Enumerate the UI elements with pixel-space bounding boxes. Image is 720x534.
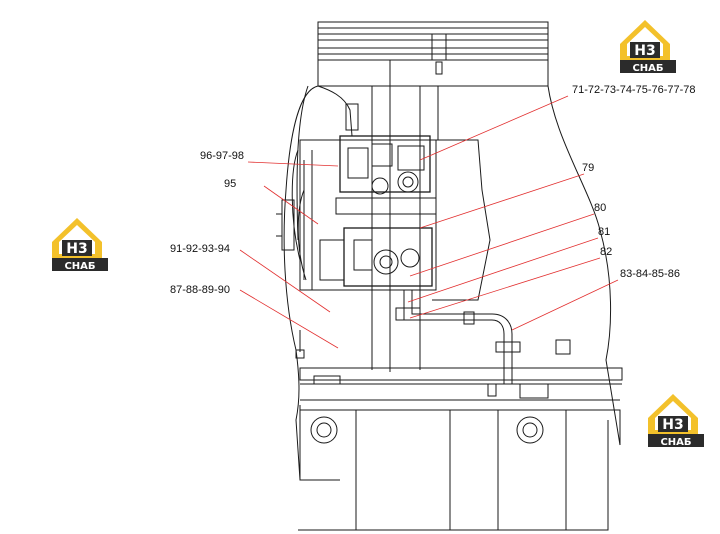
callout-83-86: 83-84-85-86 xyxy=(620,268,680,280)
logo-mark: H3 xyxy=(634,43,655,59)
callout-82: 82 xyxy=(600,246,612,258)
logo-bottom-right: H3 СНАБ xyxy=(648,394,704,448)
callout-79: 79 xyxy=(582,162,594,174)
logo-text: СНАБ xyxy=(632,63,663,74)
callout-91-94: 91-92-93-94 xyxy=(170,243,230,255)
frame-outline xyxy=(283,21,623,531)
callout-87-90: 87-88-89-90 xyxy=(170,284,230,296)
callout-71-78: 71-72-73-74-75-76-77-78 xyxy=(572,84,696,96)
logo-mark: H3 xyxy=(66,241,87,257)
logo-text: СНАБ xyxy=(64,261,95,272)
logo-top-right: H3 СНАБ xyxy=(620,20,676,74)
callout-80: 80 xyxy=(594,202,606,214)
leader-lines xyxy=(239,95,619,349)
callout-95: 95 xyxy=(224,178,236,190)
logo-left: H3 СНАБ xyxy=(52,218,108,272)
callout-81: 81 xyxy=(598,226,610,238)
logo-text: СНАБ xyxy=(660,437,691,448)
logo-mark: H3 xyxy=(662,417,683,433)
callout-96-98: 96-97-98 xyxy=(200,150,244,162)
callout-labels: 71-72-73-74-75-76-77-78 79 80 81 82 83-8… xyxy=(170,84,696,296)
pump-assembly xyxy=(276,85,521,384)
